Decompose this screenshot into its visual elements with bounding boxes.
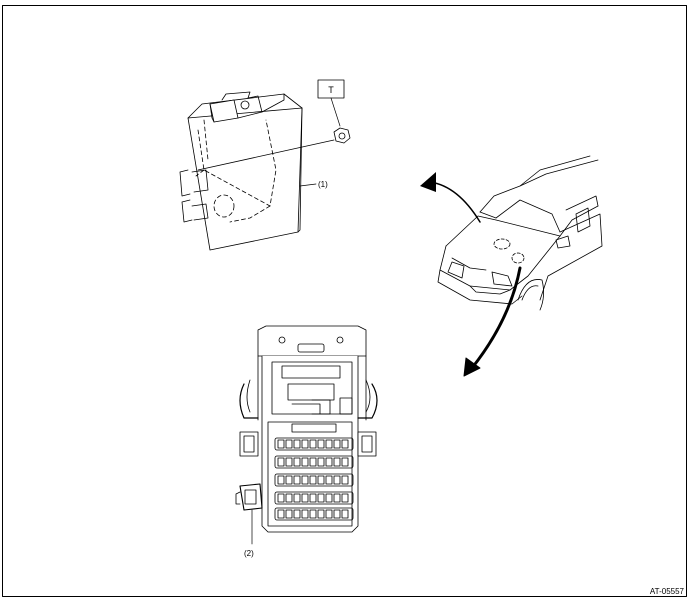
mounting-nut: [333, 127, 351, 144]
vehicle-outline: [437, 155, 603, 311]
fuse-slot: [333, 439, 341, 449]
fuse-slot: [341, 509, 349, 519]
fuse-slot: [301, 457, 309, 467]
torque-tag-label: T: [328, 85, 334, 95]
fuse-row: [274, 507, 354, 521]
fuse-slot: [325, 439, 333, 449]
fuse-slot: [301, 509, 309, 519]
fuse-slot: [333, 475, 341, 485]
fuse-slot: [309, 509, 317, 519]
arrow-to-fuse-box: [463, 266, 522, 377]
fuse-slot: [325, 457, 333, 467]
fuse-slot: [293, 493, 301, 503]
fuse-slot: [309, 439, 317, 449]
figure-frame: [2, 5, 687, 597]
fuse-box: [239, 325, 378, 533]
fuse-rows: [274, 437, 354, 521]
fuse-slot: [285, 439, 293, 449]
fuse-row: [274, 455, 354, 469]
fuse-slot: [333, 493, 341, 503]
fuse-slot: [285, 509, 293, 519]
fuse-slot: [333, 509, 341, 519]
arrow-to-module: [420, 172, 481, 223]
fuse-slot: [325, 509, 333, 519]
torque-tag: [317, 79, 345, 127]
fuse-slot: [293, 475, 301, 485]
fuse-row: [274, 437, 354, 451]
fuse-slot: [325, 475, 333, 485]
figure-id: AT-05557: [650, 587, 685, 596]
fuse-slot: [277, 509, 285, 519]
fuse-slot: [309, 475, 317, 485]
fuse-slot: [293, 457, 301, 467]
fuse-slot: [285, 493, 293, 503]
fuse-slot: [301, 493, 309, 503]
fuse-slot: [277, 475, 285, 485]
fuse-slot: [341, 439, 349, 449]
fuse-slot: [285, 457, 293, 467]
fuse-slot: [277, 493, 285, 503]
fuse-slot: [341, 475, 349, 485]
part-2-label: (2): [244, 549, 254, 558]
fuse-slot: [309, 493, 317, 503]
fuse-slot: [317, 493, 325, 503]
fuse-slot: [301, 475, 309, 485]
fuse-slot: [293, 439, 301, 449]
fuse-slot: [341, 457, 349, 467]
control-module: [179, 91, 335, 251]
fuse-slot: [301, 439, 309, 449]
fuse-row: [274, 491, 354, 505]
fuse-slot: [277, 457, 285, 467]
target-connector: [235, 483, 263, 545]
fuse-slot: [317, 439, 325, 449]
fuse-slot: [325, 493, 333, 503]
fuse-slot: [277, 439, 285, 449]
fuse-slot: [317, 475, 325, 485]
fuse-slot: [309, 457, 317, 467]
fuse-slot: [317, 457, 325, 467]
fuse-row: [274, 473, 354, 487]
bolt-leader-line: [197, 139, 335, 171]
fuse-slot: [333, 457, 341, 467]
fuse-slot: [285, 475, 293, 485]
fuse-slot: [317, 509, 325, 519]
part-1-label: (1): [318, 180, 328, 189]
fuse-slot: [293, 509, 301, 519]
fuse-slot: [341, 493, 349, 503]
